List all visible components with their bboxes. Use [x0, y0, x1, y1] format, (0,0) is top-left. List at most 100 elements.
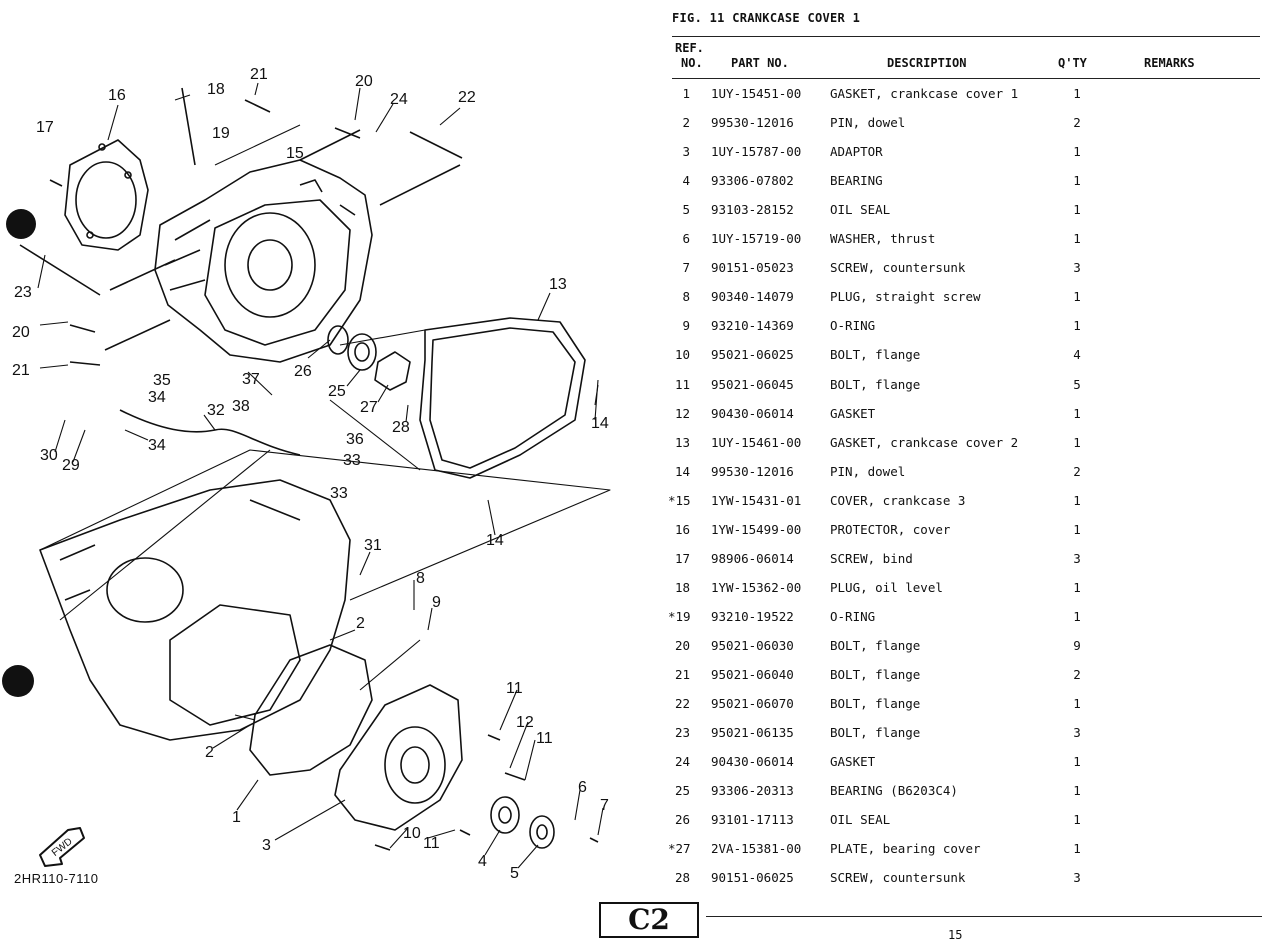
description-cell: BOLT, flange	[830, 637, 921, 653]
qty-cell: 9	[1073, 637, 1081, 653]
description-cell: OIL SEAL	[830, 202, 891, 218]
qty-cell: 1	[1073, 173, 1081, 189]
callout-33: 33	[343, 452, 361, 469]
part-no-cell: 95021-06030	[711, 637, 794, 653]
binder-hole	[2, 665, 34, 697]
ref-cell: 13	[674, 434, 690, 450]
callout-15: 15	[286, 145, 304, 162]
part-no-cell: 2VA-15381-00	[711, 841, 802, 857]
description-cell: O-RING	[830, 318, 876, 334]
header-no: NO.	[681, 56, 703, 70]
ref-cell: 10	[674, 347, 690, 363]
bearing-plate-drawing	[374, 351, 411, 391]
ref-cell: 4	[682, 173, 690, 189]
description-cell: BOLT, flange	[830, 347, 921, 363]
callout-12: 12	[516, 714, 534, 731]
callout-9: 9	[432, 594, 441, 611]
description-cell: BOLT, flange	[830, 667, 921, 682]
callout-2: 2	[205, 744, 214, 761]
callout-26: 26	[294, 363, 312, 380]
callout-24: 24	[390, 91, 408, 108]
part-no-cell: 1UY-15719-00	[711, 231, 802, 247]
description-cell: BEARING (B6203C4)	[830, 783, 958, 799]
qty-cell: 1	[1073, 405, 1081, 421]
page-badge: C2	[599, 902, 699, 938]
description-cell: GASKET	[830, 754, 876, 770]
callout-4: 4	[478, 853, 487, 870]
drawing-code: 2HR110-7110	[14, 871, 99, 886]
part-no-cell: 93101-17113	[711, 812, 794, 828]
description-cell: SCREW, countersunk	[830, 260, 966, 276]
exploded-view-diagram: 1 2 2 3 4 5 6 7 8 9 10 11 11 11 12 13 14…	[2, 66, 611, 882]
part-no-cell: 95021-06025	[711, 347, 794, 363]
callout-30: 30	[40, 447, 58, 464]
ref-cell: 25	[674, 783, 690, 799]
qty-cell: 3	[1073, 725, 1081, 741]
qty-cell: 3	[1073, 870, 1081, 886]
description-cell: BOLT, flange	[830, 376, 921, 392]
qty-cell: 1	[1073, 841, 1081, 857]
callout-2: 2	[356, 615, 365, 632]
crankcase-cover-3-drawing	[154, 159, 373, 363]
gasket-2-drawing	[419, 317, 586, 479]
qty-cell: 1	[1073, 521, 1081, 537]
qty-cell: 1	[1073, 754, 1081, 770]
description-cell: PLATE, bearing cover	[830, 841, 981, 857]
qty-cell: 1	[1073, 289, 1081, 305]
protector-cover-drawing	[64, 139, 149, 251]
callout-14: 14	[486, 532, 504, 549]
callout-29: 29	[62, 457, 80, 474]
callout-11: 11	[536, 730, 553, 747]
part-no-cell: 90151-06025	[711, 870, 794, 886]
ref-cell: *19	[668, 608, 691, 624]
qty-cell: 1	[1073, 434, 1081, 450]
qty-cell: 1	[1073, 202, 1081, 218]
qty-cell: 1	[1073, 696, 1081, 712]
description-cell: SCREW, countersunk	[830, 870, 966, 886]
callout-25: 25	[328, 383, 346, 400]
binder-hole	[6, 209, 36, 239]
ref-cell: 24	[674, 754, 690, 770]
ref-cell: 1	[682, 86, 690, 101]
callout-36: 36	[346, 431, 364, 448]
part-no-cell: 93306-20313	[711, 783, 794, 799]
part-no-cell: 99530-12016	[711, 115, 794, 131]
part-no-cell: 90340-14079	[711, 289, 794, 305]
description-cell: GASKET, crankcase cover 1	[830, 86, 1019, 101]
callout-labels: 1 2 2 3 4 5 6 7 8 9 10 11 11 11 12 13 14…	[12, 66, 609, 882]
description-cell: GASKET	[830, 405, 876, 421]
callout-28: 28	[392, 419, 410, 436]
description-cell: PIN, dowel	[830, 115, 906, 131]
part-no-cell: 93210-14369	[711, 318, 794, 334]
qty-cell: 3	[1073, 550, 1081, 566]
header-description: DESCRIPTION	[887, 56, 967, 70]
callout-20: 20	[12, 324, 30, 341]
callout-21: 21	[250, 66, 268, 83]
callout-18: 18	[207, 81, 225, 98]
adaptor-drawing	[334, 684, 463, 831]
header-part-no: PART NO.	[731, 56, 789, 70]
part-no-cell: 95021-06040	[711, 667, 794, 682]
oil-seal-drawing	[327, 325, 349, 355]
description-cell: COVER, crankcase 3	[830, 492, 966, 508]
description-cell: O-RING	[830, 608, 876, 624]
callout-37: 37	[242, 371, 260, 388]
callout-34: 34	[148, 437, 166, 454]
qty-cell: 1	[1073, 492, 1081, 508]
qty-cell: 1	[1073, 231, 1081, 247]
description-cell: BOLT, flange	[830, 725, 921, 741]
